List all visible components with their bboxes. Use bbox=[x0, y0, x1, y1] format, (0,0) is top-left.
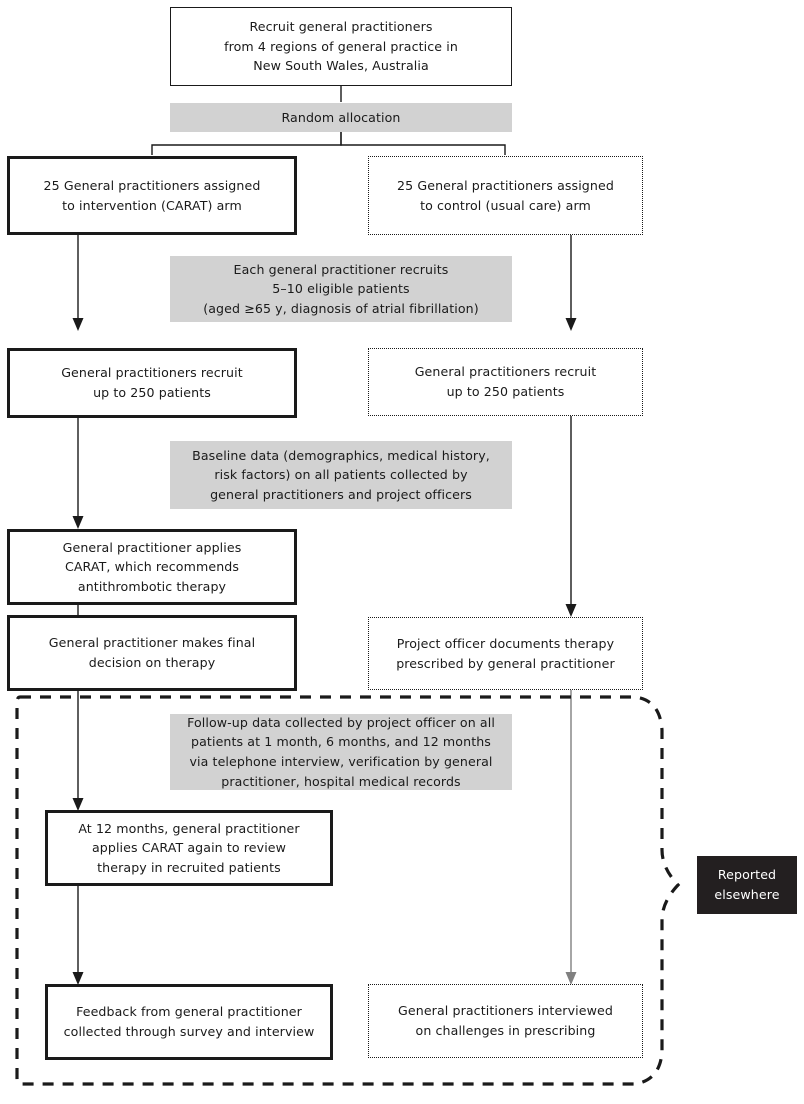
carat-recommendation-label: General practitioner applies CARAT, whic… bbox=[62, 539, 242, 594]
intervention-recruit-patients-box: General practitioners recruit up to 250 … bbox=[7, 348, 297, 418]
connector-allocation-to-intervention bbox=[151, 132, 342, 155]
gp-feedback-label: Feedback from general practitioner colle… bbox=[63, 1004, 315, 1039]
recruit-general-practitioners-box: Recruit general practitioners from 4 reg… bbox=[170, 7, 512, 86]
random-allocation-band: Random allocation bbox=[170, 103, 512, 132]
gps-interviewed-box: General practitioners interviewed on cha… bbox=[368, 984, 643, 1058]
final-decision-box: General practitioner makes final decisio… bbox=[7, 615, 297, 691]
connector-allocation-to-control bbox=[340, 132, 506, 155]
arrowhead-control-to-recruit bbox=[565, 318, 577, 331]
project-officer-documents-box: Project officer documents therapy prescr… bbox=[368, 617, 643, 690]
intervention-arm-label: 25 General practitioners assigned to int… bbox=[43, 177, 261, 213]
carat-review-12-months-label: At 12 months, general practitioner appli… bbox=[78, 820, 300, 875]
recruit-general-practitioners-label: Recruit general practitioners from 4 reg… bbox=[224, 19, 458, 74]
eligible-patients-band: Each general practitioner recruits 5–10 … bbox=[170, 256, 512, 322]
control-recruit-patients-box: General practitioners recruit up to 250 … bbox=[368, 348, 643, 416]
arrowhead-recruit-to-carat bbox=[72, 516, 84, 529]
control-arm-box: 25 General practitioners assigned to con… bbox=[368, 156, 643, 235]
control-recruit-patients-label: General practitioners recruit up to 250 … bbox=[414, 364, 597, 399]
gp-feedback-box: Feedback from general practitioner colle… bbox=[45, 984, 333, 1060]
baseline-data-band: Baseline data (demographics, medical his… bbox=[170, 441, 512, 509]
random-allocation-label: Random allocation bbox=[281, 109, 401, 125]
intervention-recruit-patients-label: General practitioners recruit up to 250 … bbox=[61, 365, 243, 400]
final-decision-label: General practitioner makes final decisio… bbox=[48, 635, 256, 670]
intervention-arm-box: 25 General practitioners assigned to int… bbox=[7, 156, 297, 235]
reported-elsewhere-label: Reported elsewhere bbox=[714, 867, 780, 902]
eligible-patients-label: Each general practitioner recruits 5–10 … bbox=[203, 261, 479, 316]
baseline-data-label: Baseline data (demographics, medical his… bbox=[192, 447, 490, 502]
reported-elsewhere-box: Reported elsewhere bbox=[697, 856, 797, 914]
arrowhead-recruit-to-project-officer bbox=[565, 604, 577, 617]
gps-interviewed-label: General practitioners interviewed on cha… bbox=[398, 1003, 613, 1038]
control-arm-label: 25 General practitioners assigned to con… bbox=[397, 177, 614, 213]
project-officer-documents-label: Project officer documents therapy prescr… bbox=[396, 635, 615, 671]
follow-up-data-band: Follow-up data collected by project offi… bbox=[170, 714, 512, 790]
carat-recommendation-box: General practitioner applies CARAT, whic… bbox=[7, 529, 297, 605]
carat-review-12-months-box: At 12 months, general practitioner appli… bbox=[45, 810, 333, 886]
arrowhead-intervention-to-recruit bbox=[72, 318, 84, 331]
follow-up-data-label: Follow-up data collected by project offi… bbox=[187, 714, 495, 789]
